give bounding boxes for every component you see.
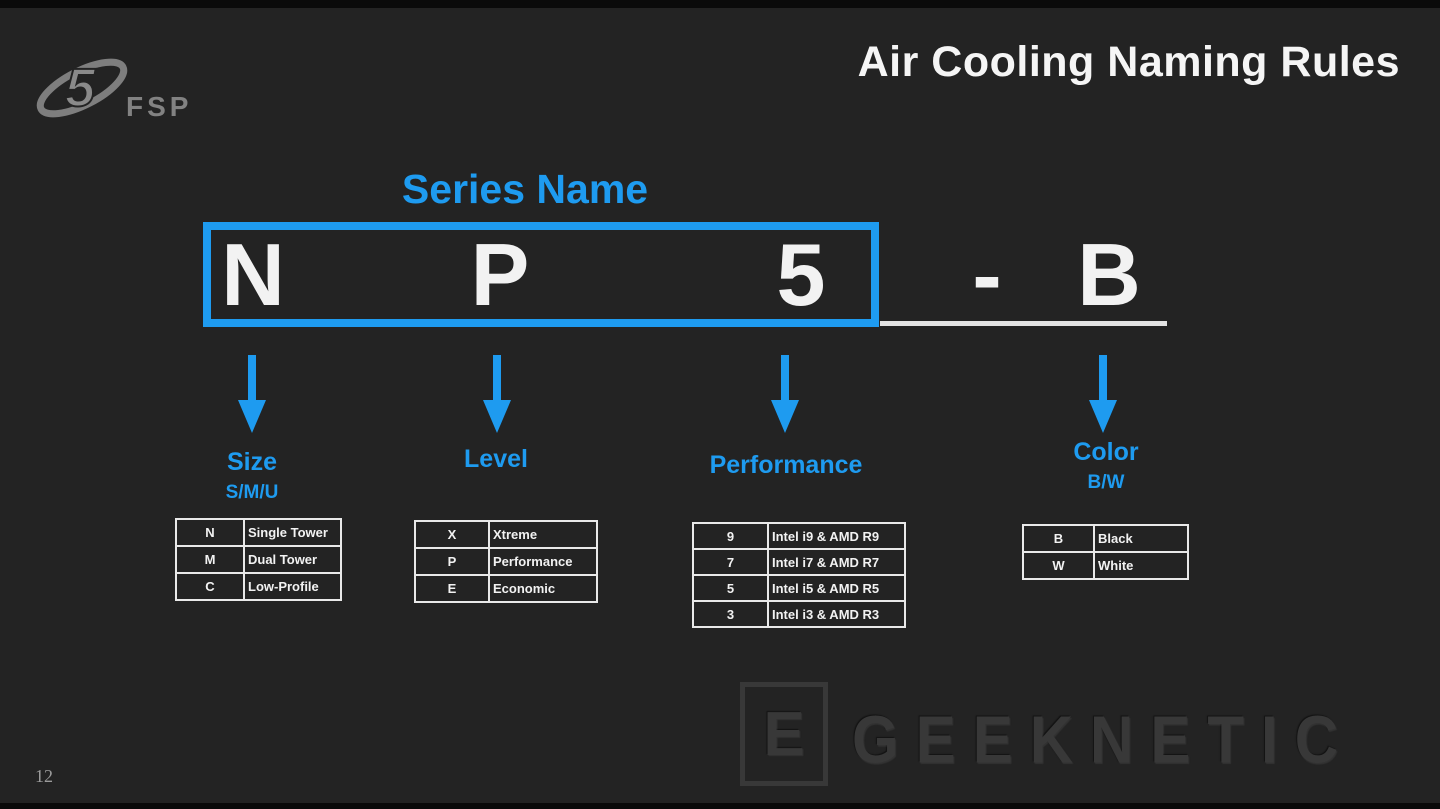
segment-label-size: Size S/M/U [226, 448, 279, 504]
fsp-swoosh-icon: 5 [30, 50, 140, 127]
slide-background: 5 FSP Air Cooling Naming Rules Series Na… [0, 8, 1440, 803]
down-arrow-icon [482, 355, 512, 438]
code-char-performance: 5 [776, 225, 826, 324]
suffix-underline [880, 321, 1167, 326]
series-code-box [203, 222, 879, 327]
watermark-text: GEEKNETIC [852, 702, 1356, 778]
segment-title: Color [1073, 438, 1139, 466]
fsp-logo: 5 FSP [30, 50, 192, 127]
segment-sublabel: S/M/U [225, 482, 279, 503]
page-title: Air Cooling Naming Rules [857, 38, 1400, 86]
geeknetic-logo-icon: E [740, 682, 828, 786]
code-char-size: N [221, 225, 285, 324]
segment-title: Performance [709, 451, 863, 479]
svg-text:5: 5 [65, 58, 96, 118]
segment-label-level: Level [464, 445, 528, 474]
down-arrow-icon [770, 355, 800, 438]
page-number: 12 [35, 766, 53, 786]
segment-label-performance: Performance [710, 451, 863, 480]
code-separator: - [972, 225, 1002, 324]
code-char-level: P [470, 225, 530, 324]
segment-title: Size [226, 448, 278, 476]
segment-title: Level [464, 445, 528, 473]
segment-sublabel: B/W [1087, 472, 1125, 493]
down-arrow-icon [1088, 355, 1118, 438]
watermark-letter: E [763, 699, 805, 769]
segment-label-color: Color B/W [1073, 438, 1138, 494]
code-char-color: B [1077, 225, 1141, 324]
down-arrow-icon [237, 355, 267, 438]
series-name-label: Series Name [401, 166, 649, 212]
geeknetic-watermark: E GEEKNETIC [740, 682, 1355, 786]
fsp-brand-text: FSP [126, 91, 193, 122]
